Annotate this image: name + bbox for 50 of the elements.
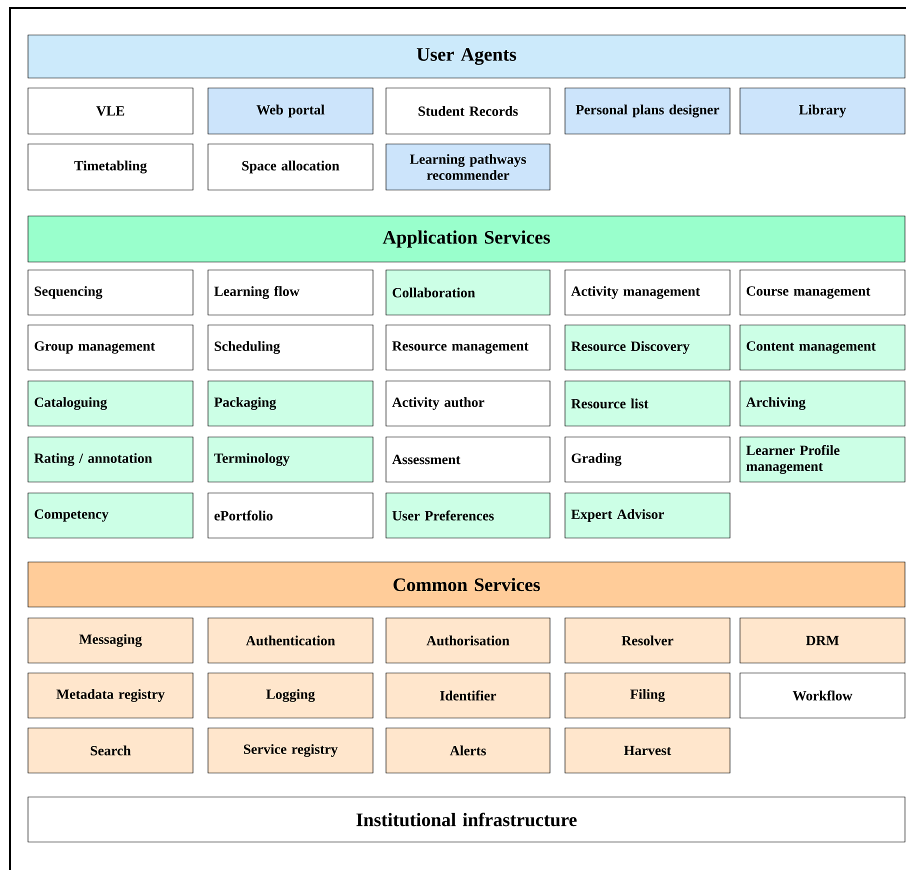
service-box: Packaging — [208, 380, 374, 426]
service-box: Alerts — [386, 728, 550, 774]
service-box: Resolver — [564, 618, 730, 664]
service-box: User Preferences — [386, 492, 550, 538]
service-box: Expert Advisor — [564, 492, 730, 538]
service-box: Messaging — [28, 618, 194, 664]
service-box: Resource Discovery — [564, 324, 730, 370]
service-box: Space allocation — [208, 144, 374, 190]
service-box: Timetabling — [28, 144, 194, 190]
service-box: Terminology — [208, 436, 374, 482]
service-box: Service registry — [208, 728, 374, 774]
service-box: Library — [740, 88, 906, 134]
service-box: Harvest — [564, 728, 730, 774]
service-box: Grading — [564, 436, 730, 482]
service-box: Learning flow — [208, 270, 374, 316]
service-box: Competency — [28, 492, 194, 538]
layer-band: Common Services — [28, 562, 906, 608]
service-box: DRM — [740, 618, 906, 664]
service-box: Cataloguing — [28, 380, 194, 426]
service-box: Metadata registry — [28, 672, 194, 718]
service-box: Search — [28, 728, 194, 774]
service-box: Resource list — [564, 380, 730, 426]
service-box: Scheduling — [208, 324, 374, 370]
service-box: Authentication — [208, 618, 374, 664]
service-box: Group management — [28, 324, 194, 370]
service-box: Workflow — [740, 672, 906, 718]
service-box: Web portal — [208, 88, 374, 134]
service-box: Rating / annotation — [28, 436, 194, 482]
service-box: Sequencing — [28, 270, 194, 316]
service-box: Archiving — [740, 380, 906, 426]
service-box: Authorisation — [386, 618, 550, 664]
service-box: Content management — [740, 324, 906, 370]
service-box: Identifier — [386, 672, 550, 718]
service-box: Logging — [208, 672, 374, 718]
layer-band: User Agents — [28, 34, 906, 78]
layer-band: Application Services — [28, 216, 906, 262]
service-box: Learning pathways recommender — [386, 144, 550, 190]
service-box: Course management — [740, 270, 906, 316]
service-box: Activity author — [386, 380, 550, 426]
layer-band: Institutional infrastructure — [28, 796, 906, 842]
service-box: Assessment — [386, 436, 550, 482]
service-box: ePortfolio — [208, 492, 374, 538]
service-box: Filing — [564, 672, 730, 718]
service-box: Activity management — [564, 270, 730, 316]
service-box: Collaboration — [386, 270, 550, 316]
service-box: Learner Profile management — [740, 436, 906, 482]
service-box: Resource management — [386, 324, 550, 370]
service-box: Student Records — [386, 88, 550, 134]
service-box: VLE — [28, 88, 194, 134]
service-box: Personal plans designer — [564, 88, 730, 134]
